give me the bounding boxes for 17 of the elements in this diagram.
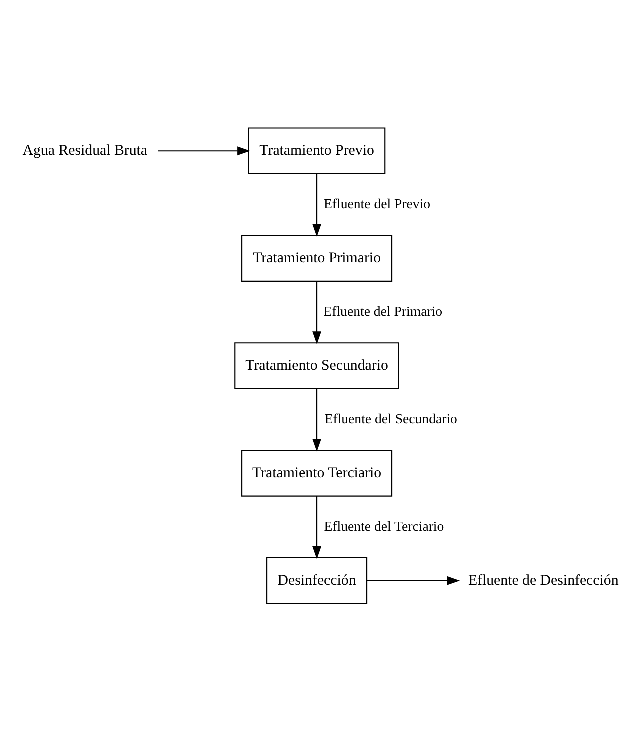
node-box: Tratamiento Terciario bbox=[242, 450, 393, 496]
node-box: Tratamiento Primario bbox=[242, 234, 393, 282]
edge-label: Efluente del Previo bbox=[324, 196, 431, 211]
node-text: Agua Residual Bruta bbox=[22, 142, 148, 159]
arrow bbox=[367, 576, 460, 585]
edge-label: Efluente del Primario bbox=[324, 303, 443, 318]
node-box: Desinfección bbox=[266, 556, 368, 604]
arrow bbox=[158, 146, 250, 156]
arrow bbox=[312, 280, 322, 344]
arrow bbox=[312, 496, 322, 559]
arrow bbox=[312, 174, 322, 236]
node-text: Efluente de Desinfección bbox=[468, 572, 619, 588]
arrow bbox=[312, 388, 322, 452]
edge-label: Efluente del Terciario bbox=[324, 518, 444, 534]
node-box: Tratamiento Previo bbox=[248, 127, 386, 174]
edge-label: Efluente del Secundario bbox=[324, 410, 458, 426]
node-box: Tratamiento Secundario bbox=[234, 342, 400, 389]
